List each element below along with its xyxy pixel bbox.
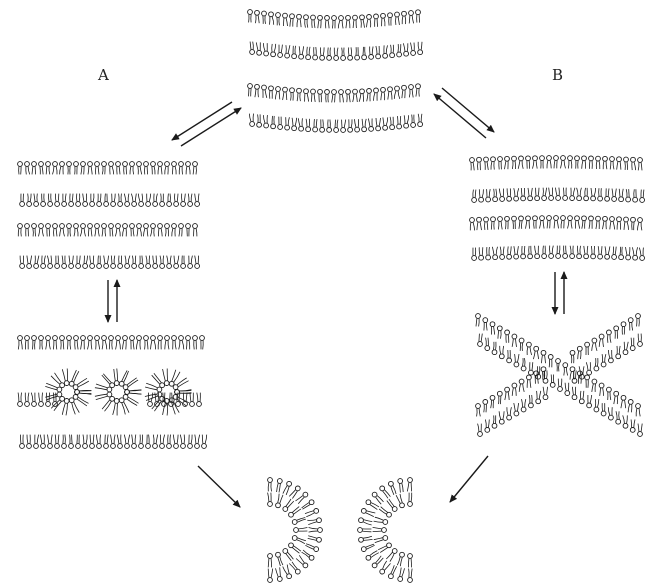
top-bilayer-upper — [248, 10, 423, 61]
pathway-a-stacked-bilayers — [18, 162, 200, 269]
arrow-b-to-bottom — [450, 456, 488, 502]
equilibrium-arrow-b-vertical — [555, 272, 564, 314]
equilibrium-arrow-top-right — [434, 88, 494, 138]
top-bilayer-lower — [248, 84, 423, 133]
pathway-b-stacked-bilayers — [470, 156, 645, 261]
equilibrium-arrow-top-left — [172, 102, 241, 146]
pathway-b-x-junction — [476, 314, 643, 437]
equilibrium-arrow-a-vertical — [108, 280, 117, 322]
arrow-a-to-bottom — [198, 466, 240, 507]
fused-structure-right — [358, 478, 413, 583]
fused-structure-left — [268, 478, 323, 583]
pathway-a-inverted-micelle-intermediate — [18, 336, 207, 449]
